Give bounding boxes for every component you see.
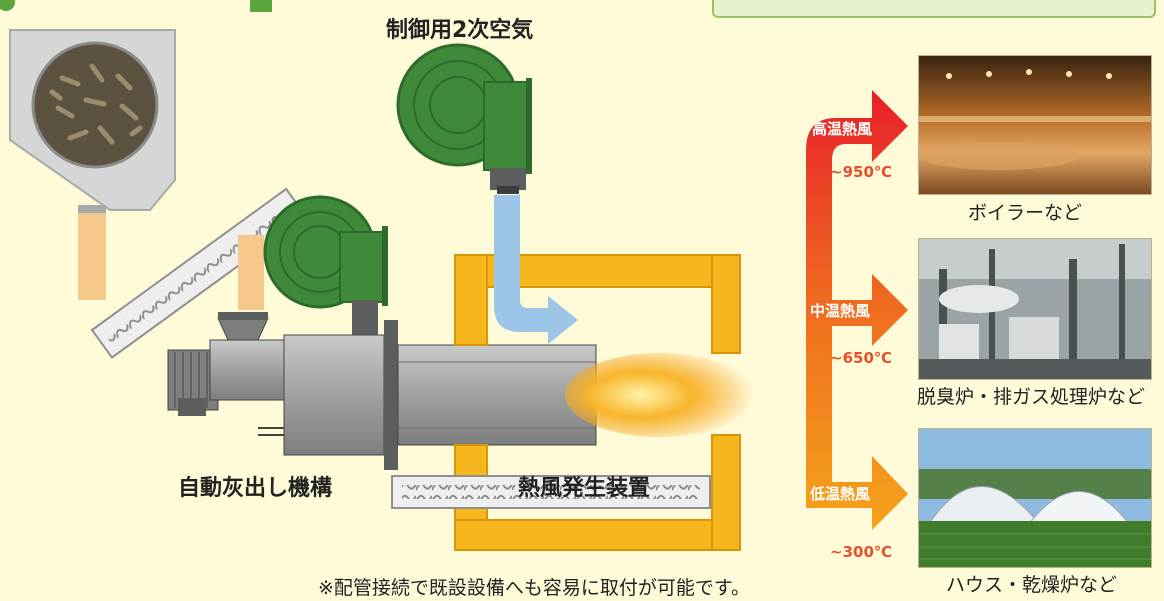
- section-title-fragment: [0, 0, 272, 12]
- install-note: ※配管接続で既設設備へも容易に取付が可能です。: [318, 577, 751, 599]
- feeder-pipe: [238, 235, 264, 310]
- caption-industrial: 脱臭炉・排ガス処理炉など: [917, 386, 1146, 408]
- generator-label: 熱風発生装置: [518, 476, 651, 501]
- high-temp-value: ~950℃: [830, 163, 893, 181]
- header-box: [712, 0, 1156, 18]
- low-temp-label: 低温熱風: [810, 485, 871, 503]
- ash-mechanism-label: 自動灰出し機構: [178, 476, 333, 501]
- caption-boiler: ボイラーなど: [968, 202, 1083, 224]
- mid-temp-value: ~650℃: [830, 349, 893, 367]
- ash-discharge-unit: [167, 312, 291, 416]
- high-temp-label: 高温熱風: [812, 120, 873, 138]
- photo-boiler: [918, 55, 1152, 195]
- burner-body: [258, 320, 597, 470]
- photo-greenhouse: [918, 428, 1152, 568]
- primary-blower: [263, 195, 388, 340]
- secondary-air-label: 制御用2次空気: [386, 18, 534, 43]
- flame: [565, 353, 755, 437]
- ash-screw-conveyor: [391, 475, 711, 509]
- pellet-hopper: [9, 29, 176, 300]
- photo-industrial: [918, 238, 1152, 380]
- heat-distribution-arrow: [806, 90, 908, 530]
- caption-greenhouse: ハウス・乾燥炉など: [946, 574, 1118, 596]
- secondary-air-arrow: [494, 195, 578, 344]
- low-temp-value: ~300℃: [830, 543, 893, 561]
- mid-temp-label: 中温熱風: [810, 302, 871, 320]
- secondary-air-blower: [396, 43, 532, 194]
